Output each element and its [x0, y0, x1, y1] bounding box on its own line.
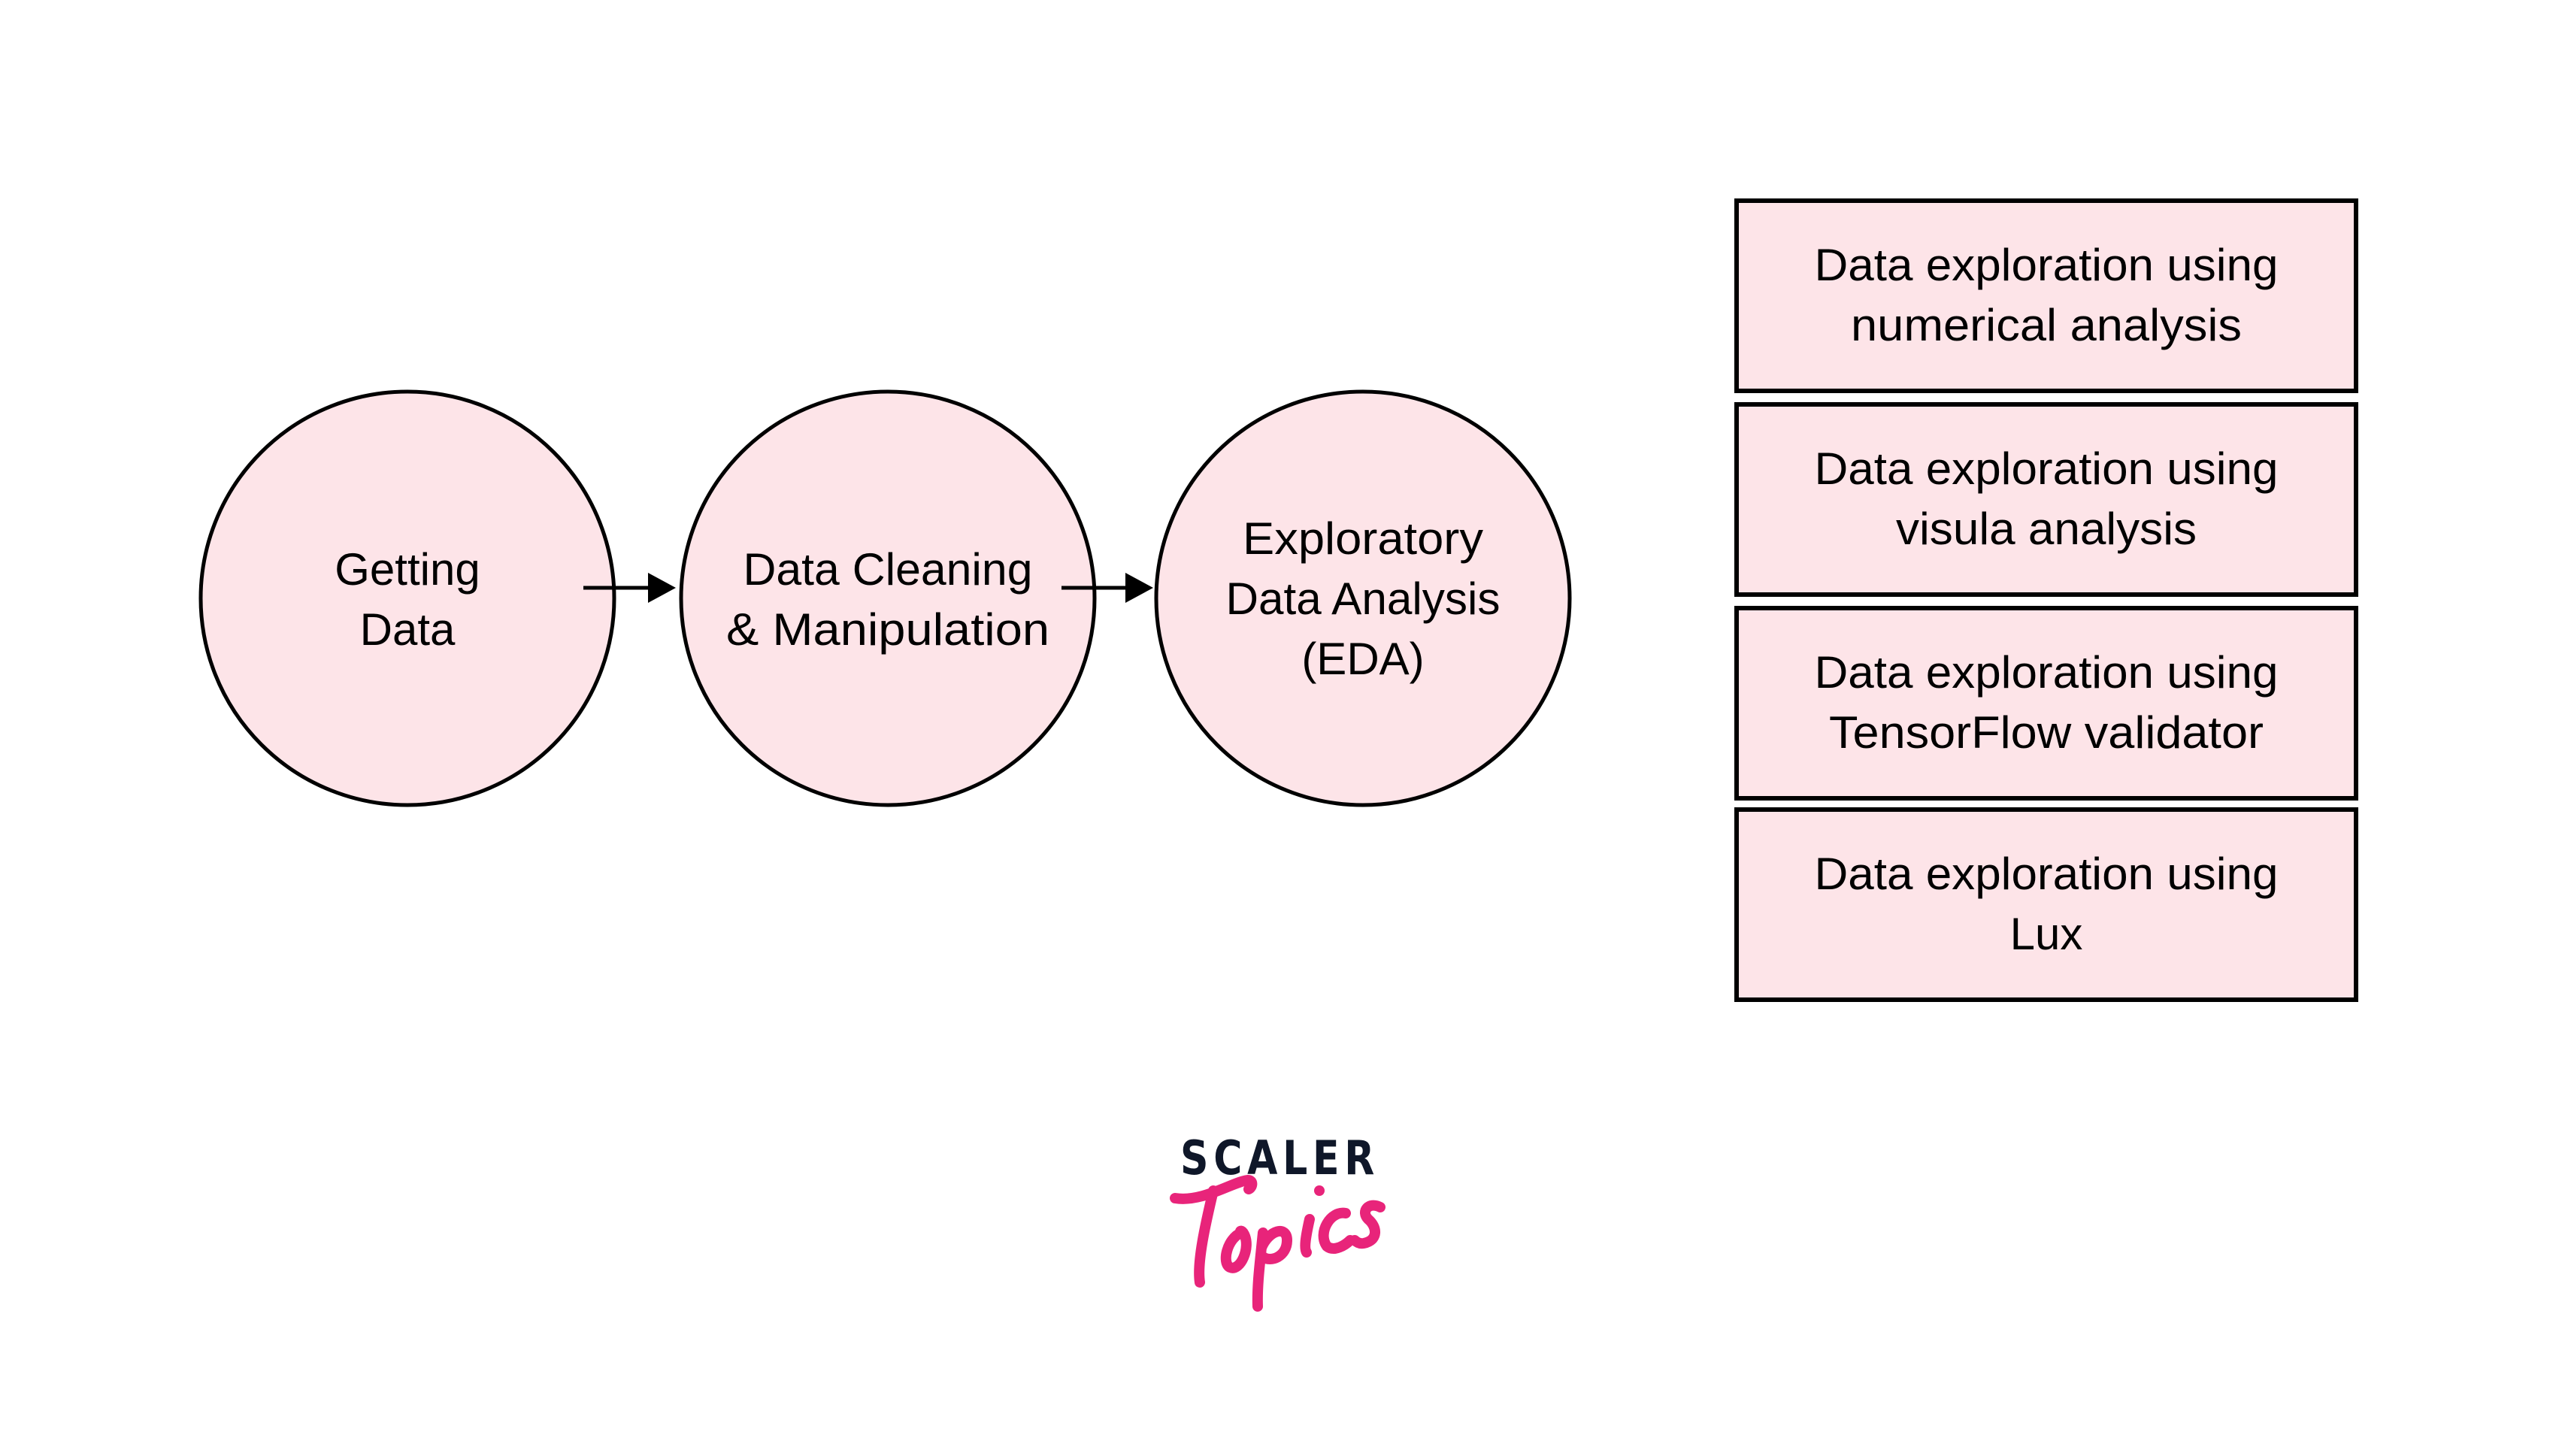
node-data-cleaning-line-1: Data Cleaning	[743, 544, 1033, 595]
method-box-tensorflow-line-2: TensorFlow validator	[1829, 707, 2264, 758]
method-box-visual-line-1: Data exploration using	[1815, 443, 2279, 494]
node-getting-data: Getting Data	[198, 389, 616, 807]
method-box-visual-rect	[1734, 402, 2358, 597]
method-box-tensorflow: Data exploration using TensorFlow valida…	[1734, 606, 2358, 801]
logo-topics-t-stem	[1194, 1185, 1219, 1288]
node-getting-data-circle	[198, 389, 616, 807]
node-eda-circle	[1154, 389, 1572, 807]
node-getting-data-line-1: Getting	[335, 544, 480, 595]
method-box-visual: Data exploration using visula analysis	[1734, 402, 2358, 597]
arrow-getting-data-to-data-cleaning	[583, 573, 676, 603]
node-eda: Exploratory Data Analysis (EDA)	[1154, 389, 1572, 807]
process-edges	[583, 573, 1153, 603]
method-box-lux-rect	[1734, 807, 2358, 1002]
process-nodes: Getting Data Data Cleaning & Manipulatio…	[198, 389, 1572, 807]
method-box-numerical-line-1: Data exploration using	[1815, 240, 2279, 290]
arrowhead-icon	[1125, 573, 1153, 603]
method-box-visual-line-2: visula analysis	[1896, 504, 2197, 554]
method-box-lux-line-1: Data exploration using	[1815, 849, 2279, 899]
method-box-numerical-rect	[1734, 198, 2358, 393]
scaler-topics-logo: SCALER	[1170, 1131, 1386, 1312]
node-data-cleaning-line-2: & Manipulation	[726, 604, 1049, 655]
node-eda-line-2: Data Analysis	[1226, 574, 1501, 624]
method-box-tensorflow-rect	[1734, 606, 2358, 801]
logo-topics-s	[1349, 1200, 1386, 1249]
logo-topics-script	[1170, 1175, 1386, 1312]
logo-topics-c	[1318, 1207, 1355, 1254]
logo-topics-i-dot	[1314, 1185, 1325, 1196]
method-box-numerical: Data exploration using numerical analysi…	[1734, 198, 2358, 393]
logo-topics-i	[1300, 1214, 1315, 1258]
node-getting-data-line-2: Data	[360, 604, 456, 655]
logo-topics-t-bar	[1170, 1175, 1258, 1204]
method-box-tensorflow-line-1: Data exploration using	[1815, 647, 2279, 698]
exploration-methods: Data exploration using numerical analysi…	[1734, 198, 2358, 1002]
method-box-numerical-line-2: numerical analysis	[1851, 300, 2242, 350]
node-data-cleaning: Data Cleaning & Manipulation	[679, 389, 1097, 807]
logo-topics-p	[1252, 1226, 1292, 1312]
node-data-cleaning-circle	[679, 389, 1097, 807]
node-eda-line-1: Exploratory	[1243, 513, 1483, 564]
method-box-lux: Data exploration using Lux	[1734, 807, 2358, 1002]
arrowhead-icon	[648, 573, 676, 603]
arrow-data-cleaning-to-eda	[1061, 573, 1153, 603]
logo-brand-text: SCALER	[1180, 1131, 1379, 1185]
logo-topics-o	[1220, 1225, 1252, 1273]
node-eda-line-3: (EDA)	[1301, 634, 1424, 684]
method-box-lux-line-2: Lux	[2010, 909, 2083, 959]
